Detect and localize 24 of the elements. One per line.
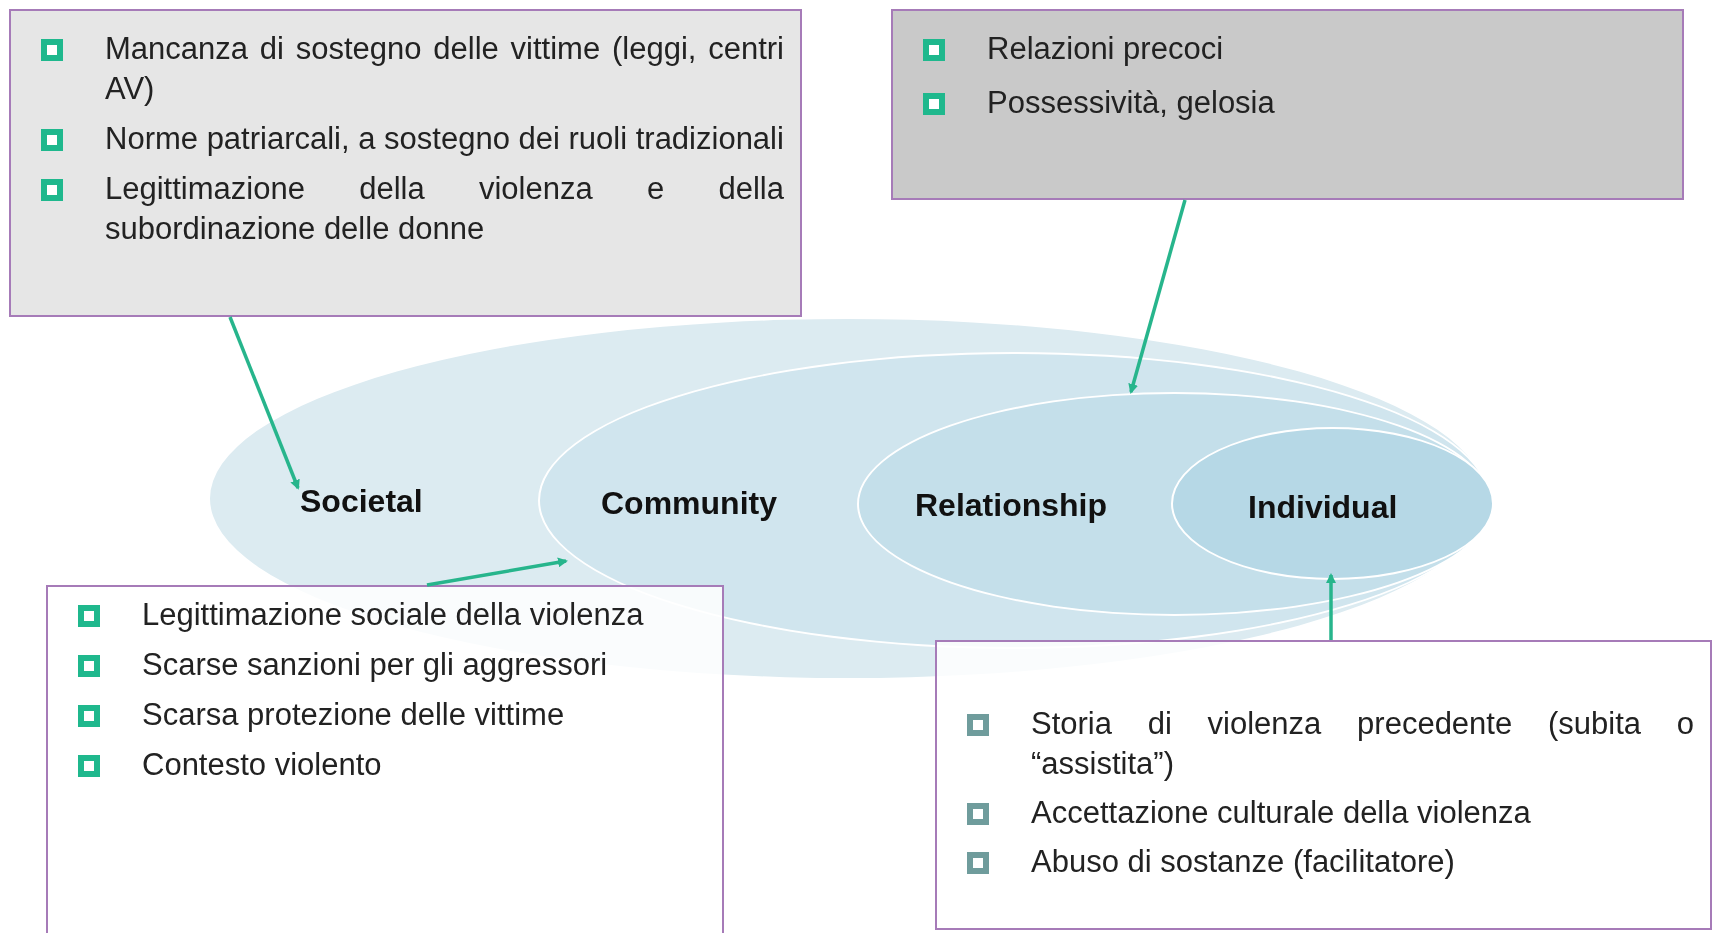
list-item-text: Contesto violento: [142, 746, 383, 784]
list-item-text: Mancanza di sostegno delle vittime (leggi, centri AV): [105, 30, 784, 108]
layer-label: Societal: [300, 485, 423, 517]
list-item-text: Storia di violenza precedente (subita o “assistita”): [1031, 705, 1694, 783]
list-item-text: Scarsa protezione delle vittime: [142, 696, 566, 734]
list-item-text: Possessività, gelosia: [987, 84, 1276, 122]
layer-label: Relationship: [915, 489, 1107, 521]
list-item-text: Relazioni precoci: [987, 30, 1225, 68]
text-box: [46, 585, 724, 933]
arrow: [426, 557, 568, 587]
list-item-text: Abuso di sostanze (facilitatore): [1031, 843, 1456, 881]
layer-label: Community: [601, 487, 777, 519]
list-item-text: Accettazione culturale della violenza: [1031, 794, 1532, 832]
text-box: [891, 9, 1684, 200]
arrow: [1128, 199, 1187, 394]
arrow: [1326, 573, 1336, 640]
arrow: [228, 316, 300, 490]
text-box: [9, 9, 802, 317]
list-item-text: Norme patriarcali, a sostegno dei ruoli tradizionali: [105, 120, 784, 158]
list-item-text: Legittimazione sociale della violenza: [142, 596, 645, 634]
text-box: [935, 640, 1712, 930]
layer-label: Individual: [1248, 491, 1398, 523]
list-item-text: Legittimazione della violenza e della subordinazione delle donne: [105, 170, 784, 248]
list-item-text: Scarse sanzioni per gli aggressori: [142, 646, 609, 684]
